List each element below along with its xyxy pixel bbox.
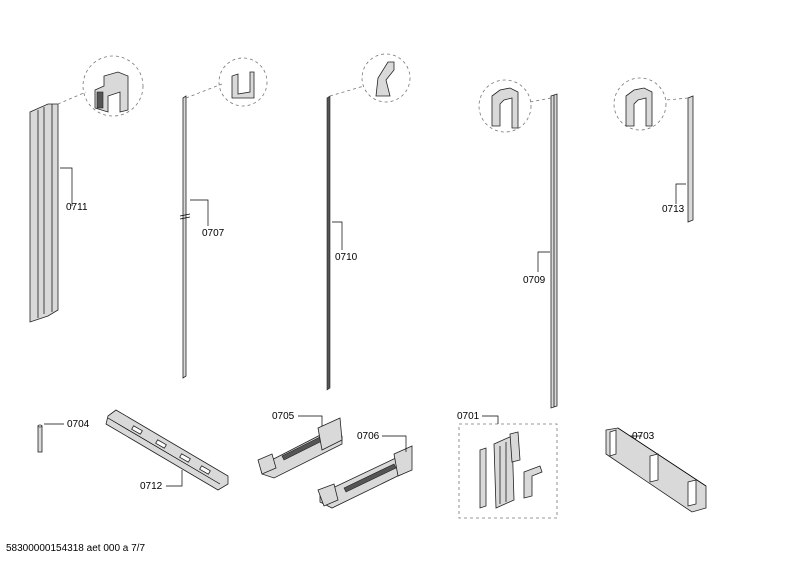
label-0707: 0707 [202,228,225,239]
label-0704: 0704 [67,419,90,430]
part-0709: 0709 [478,79,558,409]
part-0705: 0705 [257,411,343,479]
part-0712: 0712 [105,409,229,492]
kit-box-0701 [458,423,558,519]
label-0712: 0712 [140,481,163,492]
part-0711: 0711 [29,55,144,323]
document-id: 58300000154318 aet 000 a 7/7 [6,543,146,554]
part-0707: 0707 [179,57,268,379]
label-0713: 0713 [662,204,685,215]
label-0709: 0709 [523,275,546,286]
label-0706: 0706 [357,431,380,442]
detail-circle-0707 [218,57,268,107]
detail-circle-0710 [361,53,411,103]
detail-circle-0709 [478,79,532,133]
label-0710: 0710 [335,252,358,263]
label-0701: 0701 [457,411,480,422]
label-0703: 0703 [632,431,655,442]
part-0710: 0710 [326,53,411,391]
part-0706: 0706 [317,431,413,509]
part-0704: 0704 [37,419,90,453]
detail-circle-0711 [82,55,144,117]
part-0701: 0701 [457,411,558,519]
label-0705: 0705 [272,411,295,422]
part-0703: 0703 [605,427,707,513]
detail-circle-0713 [613,77,667,131]
part-0713: 0713 [613,77,694,223]
label-0711: 0711 [66,202,88,213]
